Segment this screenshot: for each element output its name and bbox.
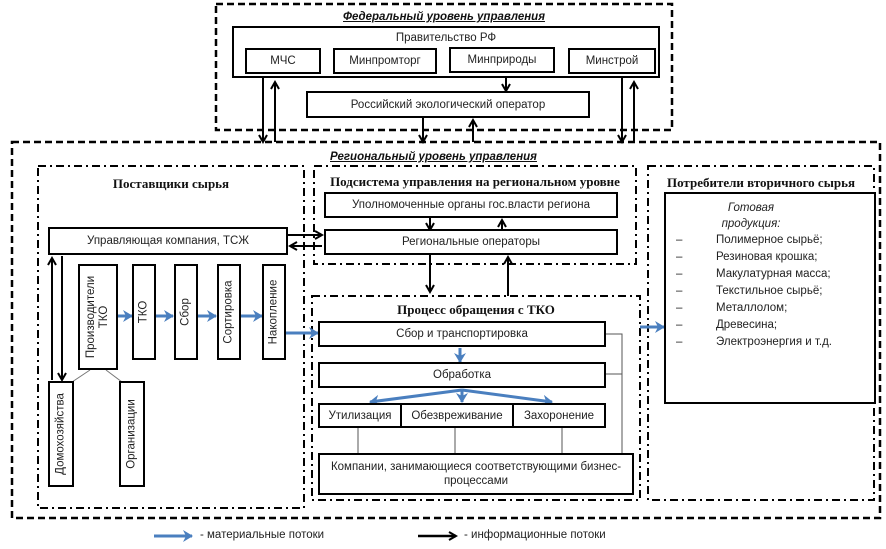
outcome-utilization: Утилизация [318,403,402,428]
product-item: –Полимерное сырьё; [676,234,823,246]
regional-authorities-box: Уполномоченные органы гос.власти региона [324,192,618,218]
management-company-box: Управляющая компания, ТСЖ [48,227,288,255]
producer-organizations: Организации [119,381,145,487]
material-arrow-processing-utilization [369,388,463,407]
chain-sorting: Сортировка [217,264,241,360]
product-item: –Древесина; [676,319,778,331]
process-title: Процесс обращения с ТКО [397,302,555,317]
suppliers-title: Поставщики сырья [112,176,230,191]
collection-transport-box: Сбор и транспортировка [318,321,606,347]
connector-producers-organizations [105,369,123,383]
producer-households: Домохозяйства [48,381,74,487]
chain-accumulation: Накопление [262,264,286,360]
consumers-frame [647,165,875,501]
regional-level-frame [10,140,882,520]
finished-products-caption: Готовая продукция: [721,202,781,230]
ministry-minpromtorg: Минпромторг [333,48,437,74]
regional-level-title: Региональный уровень управления [330,151,537,163]
suppliers-frame [37,165,305,509]
subsystem-frame [313,165,637,265]
process-frame [311,295,641,501]
product-item: –Электроэнергия и т.д. [676,336,832,348]
legend-material-label: - материальные потоки [200,529,325,541]
ministry-minstroy: Минстрой [568,48,656,74]
russian-eco-operator-box: Российский экологический оператор [306,91,590,118]
product-item: –Текстильное сырьё; [676,285,823,297]
ministry-minprirody: Минприроды [449,47,555,73]
product-item: –Резиновая крошка; [676,251,818,263]
material-arrow-processing-burial [461,388,553,407]
government-label: Правительство РФ [395,32,497,44]
chain-producers: Производители ТКО [78,264,118,370]
companies-box: Компании, занимающиеся соответствующими … [318,453,634,495]
processing-box: Обработка [318,362,606,388]
federal-level-frame [214,2,674,132]
connector-collection-companies [606,333,623,456]
outcome-neutralization: Обезвреживание [400,403,514,428]
connector-producers-households [71,369,91,383]
chain-tko: ТКО [132,264,156,360]
outcome-burial: Захоронение [512,403,606,428]
federal-level-title: Федеральный уровень управления [343,11,545,23]
legend-information-label: - информационные потоки [464,529,606,541]
regional-operators-box: Региональные операторы [324,229,618,255]
product-item: –Металлолом; [676,302,788,314]
subsystem-title: Подсистема управления на региональном ур… [330,174,620,189]
chain-collection: Сбор [174,264,198,360]
product-item: –Макулатурная масса; [676,268,831,280]
ministry-mchs: МЧС [245,48,321,74]
finished-products-list: Готовая продукция: –Полимерное сырьё; –Р… [664,192,876,404]
consumers-title: Потребители вторичного сырья [666,175,855,190]
